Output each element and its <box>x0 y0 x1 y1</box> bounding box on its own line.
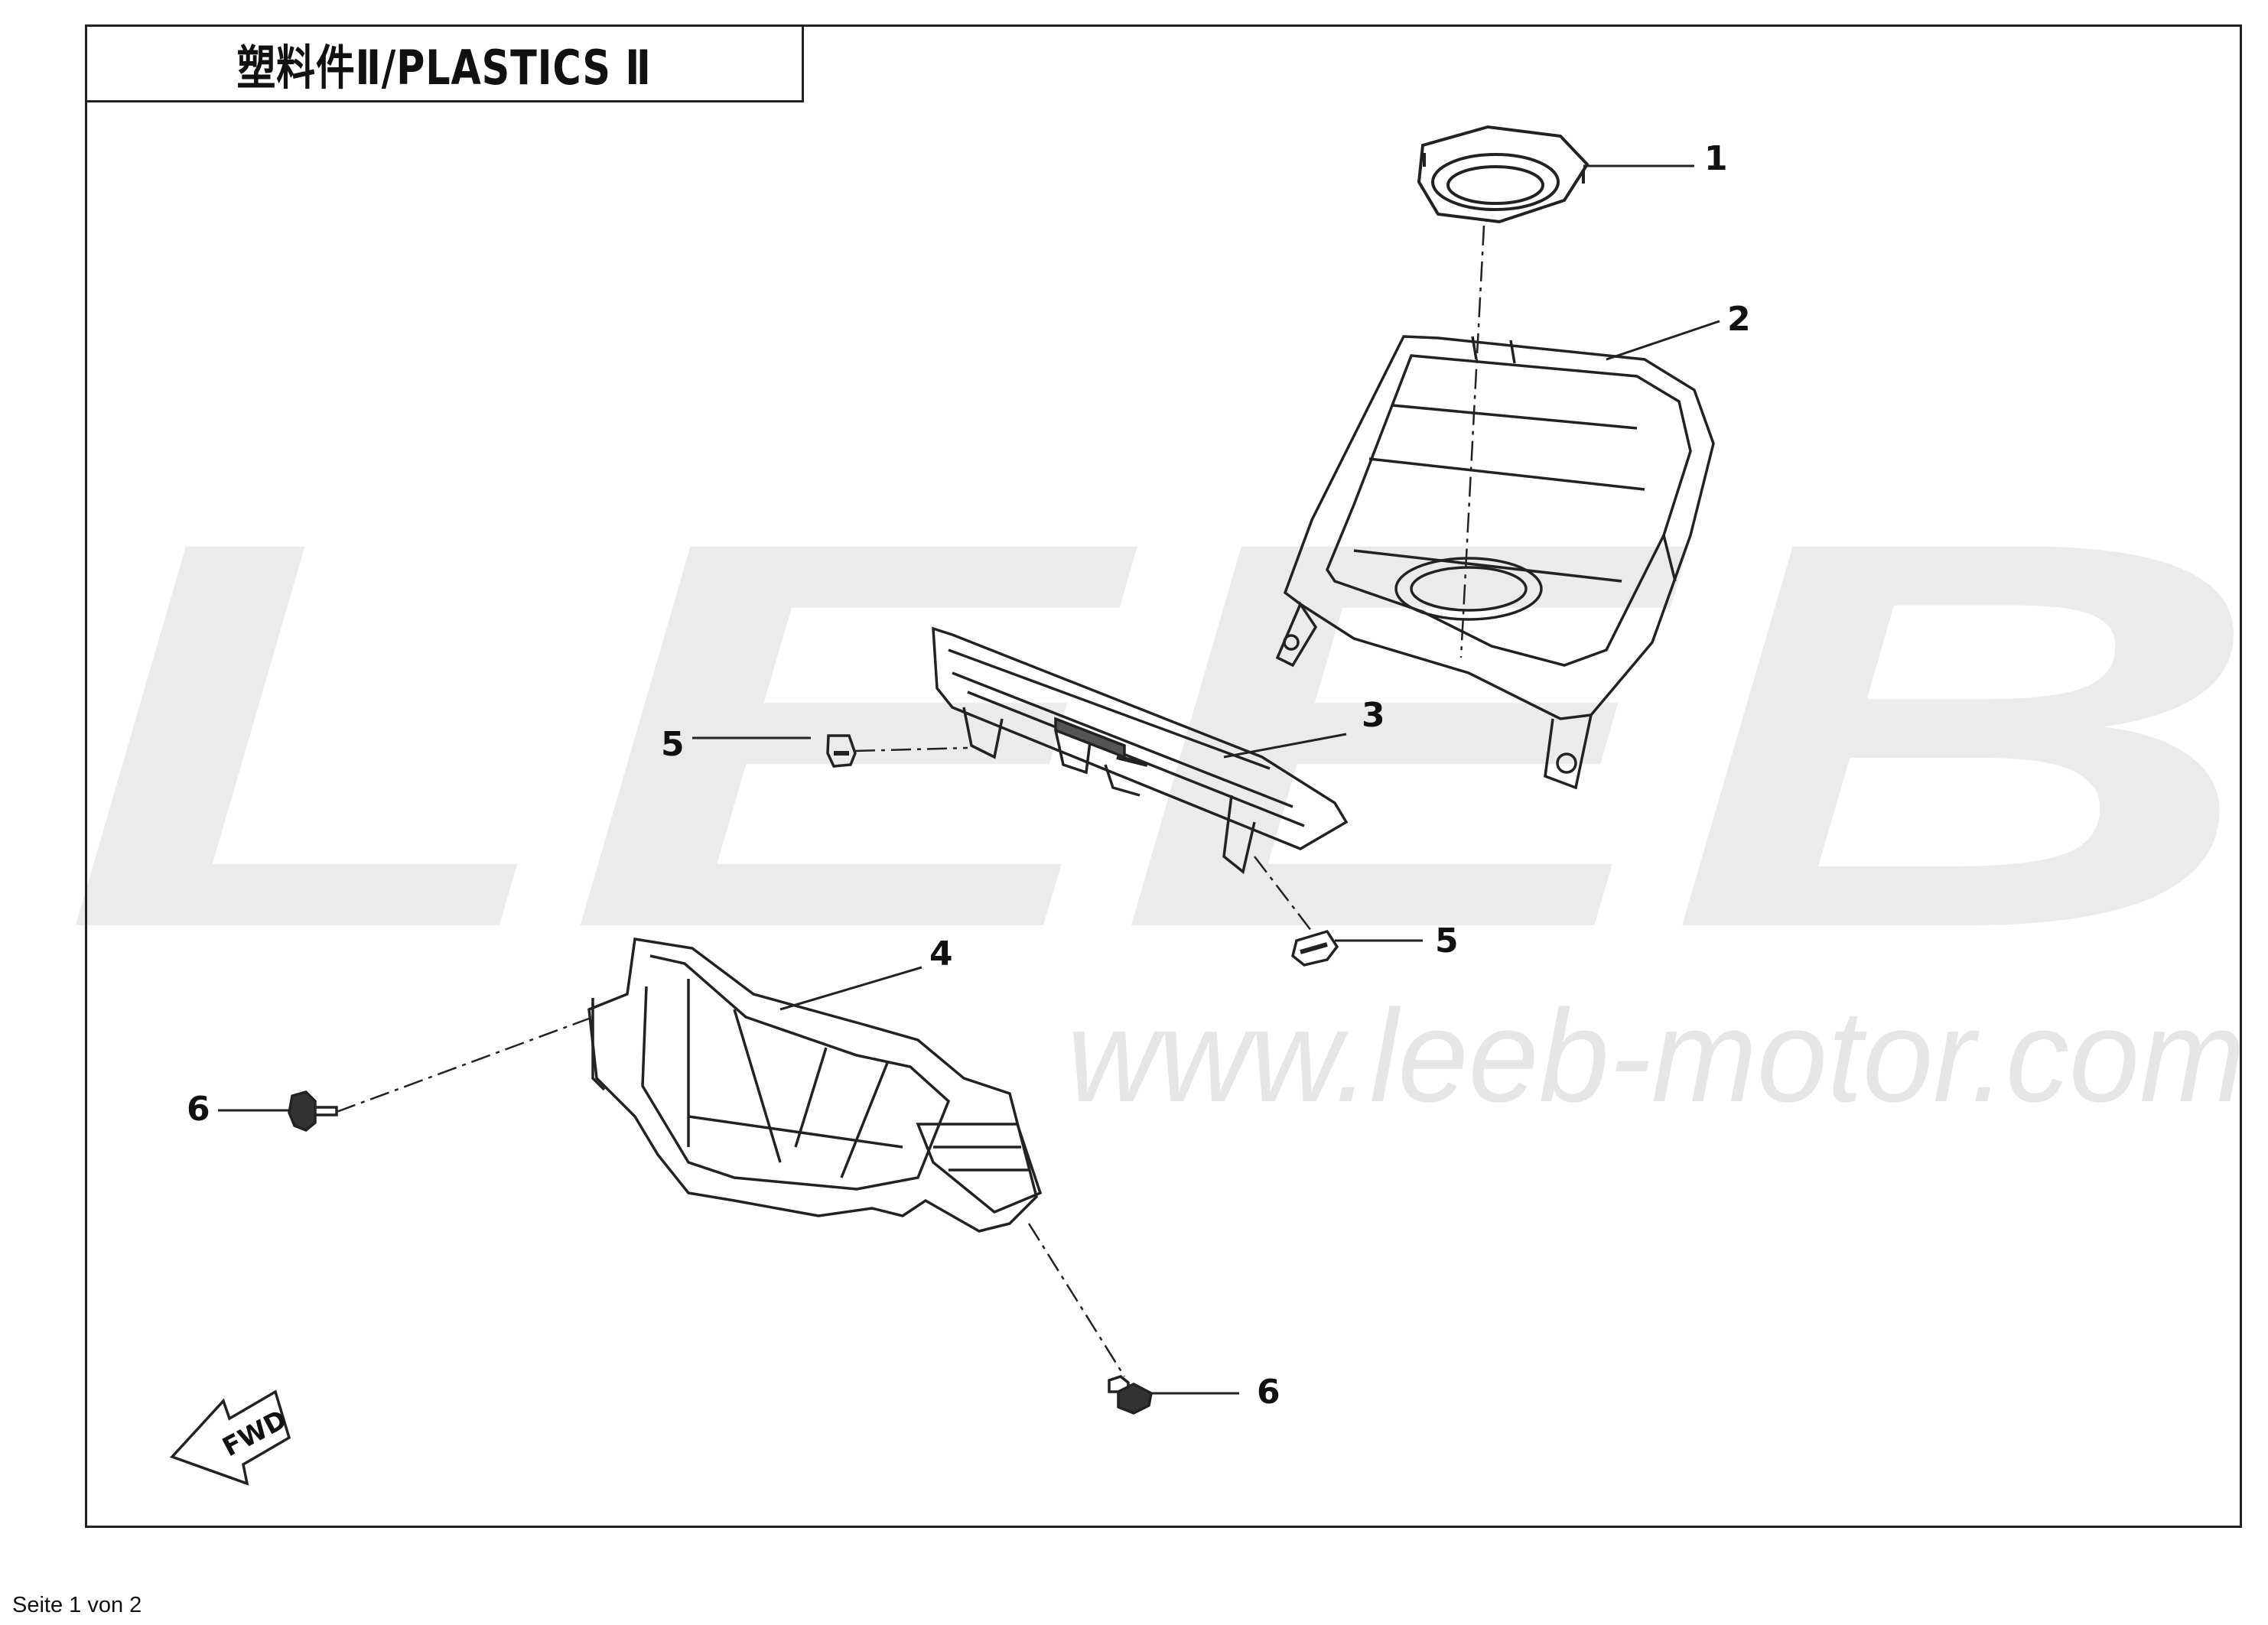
callout-6-a: 6 <box>187 1090 210 1129</box>
callout-5-b: 5 <box>1435 921 1459 960</box>
callout-2: 2 <box>1727 300 1751 339</box>
page-footer: Seite 1 von 2 <box>12 1593 142 1617</box>
page-title: 塑料件Ⅱ/PLASTICS Ⅱ <box>236 40 652 96</box>
title-box: 塑料件Ⅱ/PLASTICS Ⅱ <box>85 24 804 102</box>
watermark-url: www.leeb-motor.com <box>1067 983 2245 1129</box>
assembly-lines <box>336 225 1485 1377</box>
part-6-screw-a <box>288 1090 338 1133</box>
leader-lines <box>218 164 1720 1395</box>
part-4-trim <box>587 937 1043 1233</box>
callout-1: 1 <box>1704 139 1728 178</box>
part-1-ring <box>1417 125 1590 224</box>
watermark: LEEB www.leeb-motor.com <box>61 427 2264 1129</box>
part-6-screw-b <box>1108 1375 1153 1415</box>
callout-5-a: 5 <box>661 725 685 764</box>
part-3-panel <box>932 626 1349 875</box>
callouts: 1 2 3 5 5 4 6 6 <box>187 139 1751 1412</box>
part-5-clip-a <box>826 734 857 768</box>
callout-4: 4 <box>929 934 953 973</box>
callout-6-b: 6 <box>1257 1373 1280 1412</box>
part-2-tray <box>1275 335 1715 790</box>
diagram-frame <box>85 24 2242 1528</box>
watermark-logo: LEEB <box>61 427 2264 1042</box>
part-5-clip-b <box>1291 929 1339 967</box>
callout-3: 3 <box>1362 696 1385 735</box>
